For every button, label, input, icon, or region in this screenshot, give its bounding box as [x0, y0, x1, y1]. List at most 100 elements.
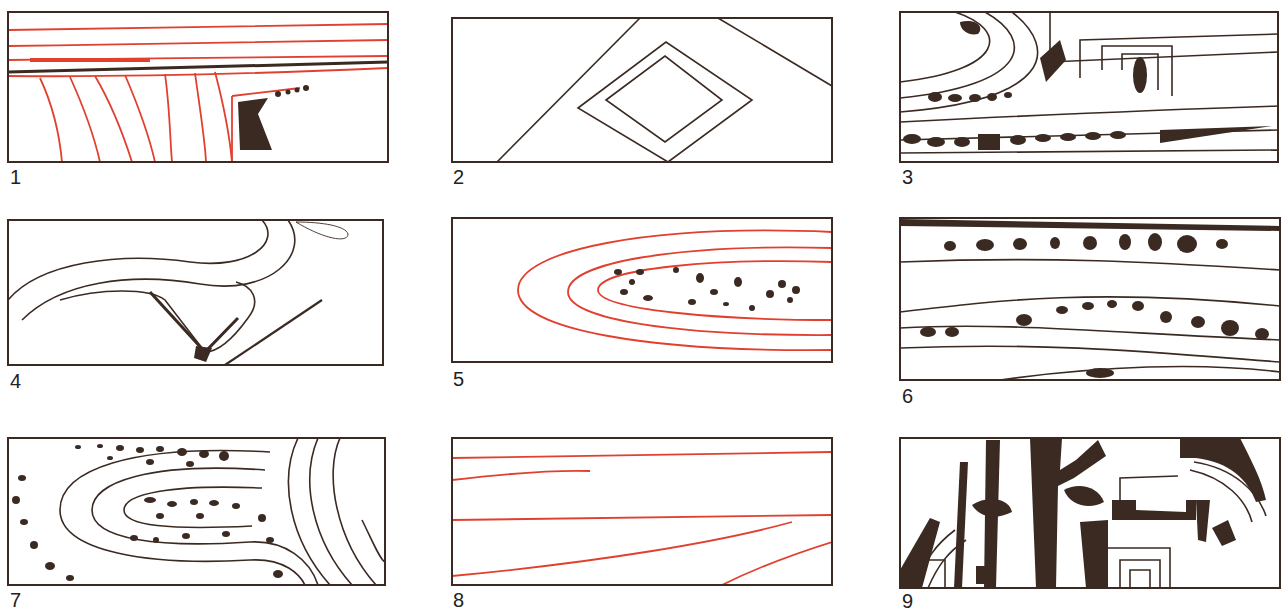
dot	[45, 562, 55, 570]
dot	[186, 461, 194, 467]
dot	[688, 299, 696, 305]
fold-line	[124, 487, 262, 527]
blob	[1040, 40, 1066, 82]
dot	[673, 267, 679, 273]
dot	[787, 297, 793, 303]
dot	[273, 570, 283, 578]
dot	[696, 273, 704, 283]
fold-line	[60, 282, 255, 352]
dark-body	[976, 566, 990, 584]
dot	[107, 456, 113, 460]
line	[1120, 476, 1178, 520]
dot	[614, 269, 622, 275]
red-line	[452, 452, 832, 458]
panel-sketch	[8, 220, 348, 365]
line	[920, 560, 945, 588]
panel-sketch	[900, 12, 1278, 153]
panel-sketch	[12, 438, 385, 585]
line	[1194, 462, 1266, 516]
dot	[620, 289, 628, 295]
dot	[177, 448, 187, 456]
fold-line	[92, 468, 318, 585]
red-line	[452, 515, 832, 520]
panel-sketch	[900, 219, 1280, 380]
line	[333, 438, 376, 585]
fault-line	[225, 300, 322, 365]
dot	[778, 280, 786, 288]
panel-sketch	[452, 452, 832, 585]
fold-line	[8, 220, 268, 300]
blob	[944, 241, 956, 251]
panel-sketch	[497, 18, 832, 162]
dot	[156, 446, 164, 452]
callout-number: 3	[902, 167, 913, 187]
panel-frame	[900, 218, 1280, 380]
callout-number: 1	[10, 167, 21, 187]
blob	[1133, 57, 1147, 93]
line	[288, 438, 330, 585]
blob	[969, 94, 981, 102]
red-line	[8, 56, 388, 60]
blob	[1191, 316, 1205, 328]
red-line	[452, 522, 792, 576]
wedge	[1160, 126, 1272, 143]
dark-body	[900, 518, 940, 588]
blob	[1086, 368, 1114, 378]
line	[1190, 470, 1252, 522]
red-line	[195, 73, 206, 162]
dot	[209, 500, 219, 506]
dot	[97, 444, 103, 448]
dot	[792, 286, 800, 294]
dot	[153, 537, 159, 543]
dot	[643, 295, 653, 301]
line	[362, 520, 385, 562]
dot	[18, 475, 26, 481]
dot	[196, 513, 204, 519]
blob	[1004, 92, 1012, 98]
blob	[1085, 132, 1101, 140]
red-line	[452, 471, 590, 480]
blob	[987, 93, 997, 101]
line	[718, 18, 832, 86]
panel-sketch	[900, 438, 1266, 588]
dot	[219, 451, 229, 461]
dot	[258, 514, 266, 522]
red-line	[518, 231, 832, 351]
dark-body	[954, 462, 968, 588]
dark-body	[1212, 520, 1236, 546]
panel-frame	[8, 12, 388, 162]
callout-number: 9	[902, 591, 913, 611]
dot	[749, 305, 755, 311]
diamond-outline	[578, 42, 752, 162]
callout-number: 4	[10, 371, 21, 391]
dark-body	[1064, 486, 1104, 506]
dot	[75, 445, 81, 449]
wedge	[900, 219, 1280, 231]
blob	[920, 327, 936, 337]
blob	[927, 137, 945, 147]
panel-sketch	[518, 231, 832, 351]
dot	[12, 496, 20, 504]
red-line	[95, 76, 132, 162]
red-line	[40, 78, 62, 162]
red-line	[722, 542, 832, 585]
blob	[928, 92, 942, 102]
line	[900, 346, 1280, 362]
blob	[1255, 328, 1269, 340]
red-line	[165, 74, 172, 162]
callout-number: 5	[453, 369, 464, 389]
blob	[978, 134, 1000, 150]
dot	[636, 269, 644, 275]
panel-frame	[452, 18, 832, 162]
dot	[20, 519, 28, 525]
panel-frame	[452, 218, 832, 362]
dot	[629, 279, 635, 285]
blob	[1132, 301, 1144, 311]
dot	[266, 537, 274, 543]
dot	[167, 501, 177, 507]
blob	[1107, 300, 1117, 308]
red-line	[8, 68, 388, 76]
